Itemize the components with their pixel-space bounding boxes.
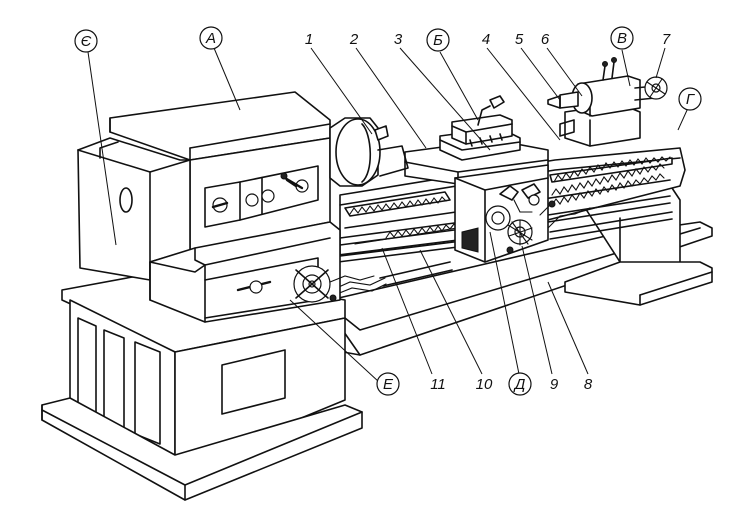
callout-label-d: Д	[513, 376, 526, 393]
callout-label-v: В	[617, 30, 627, 47]
callout-label-8: 8	[584, 376, 593, 393]
lead-screw-and-shafts	[331, 195, 673, 297]
callout-label-ye: Є	[81, 33, 92, 50]
tool-post	[439, 95, 521, 161]
callout-ye: Є	[74, 29, 98, 53]
racks	[344, 156, 673, 239]
callout-label-g: Г	[686, 91, 696, 108]
callout-label-a: А	[205, 30, 216, 47]
callout-label-e: Е	[383, 376, 394, 393]
callout-label-5: 5	[515, 31, 524, 48]
callout-a: А	[199, 26, 223, 50]
leader-lines	[87, 47, 689, 383]
callout-label-1: 1	[305, 31, 313, 48]
tailstock	[547, 57, 668, 147]
callout-g: Г	[678, 87, 702, 111]
callout-label-4: 4	[482, 31, 490, 48]
headstock	[77, 91, 409, 323]
callout-label-6: 6	[541, 31, 550, 48]
callout-label-7: 7	[662, 31, 671, 48]
callout-label-11: 11	[430, 376, 446, 393]
callout-label-2: 2	[349, 31, 359, 48]
callout-label-3: 3	[394, 31, 403, 48]
callout-b: Б	[426, 28, 450, 52]
callout-label-b: Б	[433, 32, 443, 49]
callout-label-10: 10	[476, 376, 493, 393]
callout-e: Е	[376, 372, 400, 396]
callout-label-9: 9	[550, 376, 559, 393]
callout-v: В	[610, 26, 634, 50]
callout-d: Д	[508, 372, 532, 396]
